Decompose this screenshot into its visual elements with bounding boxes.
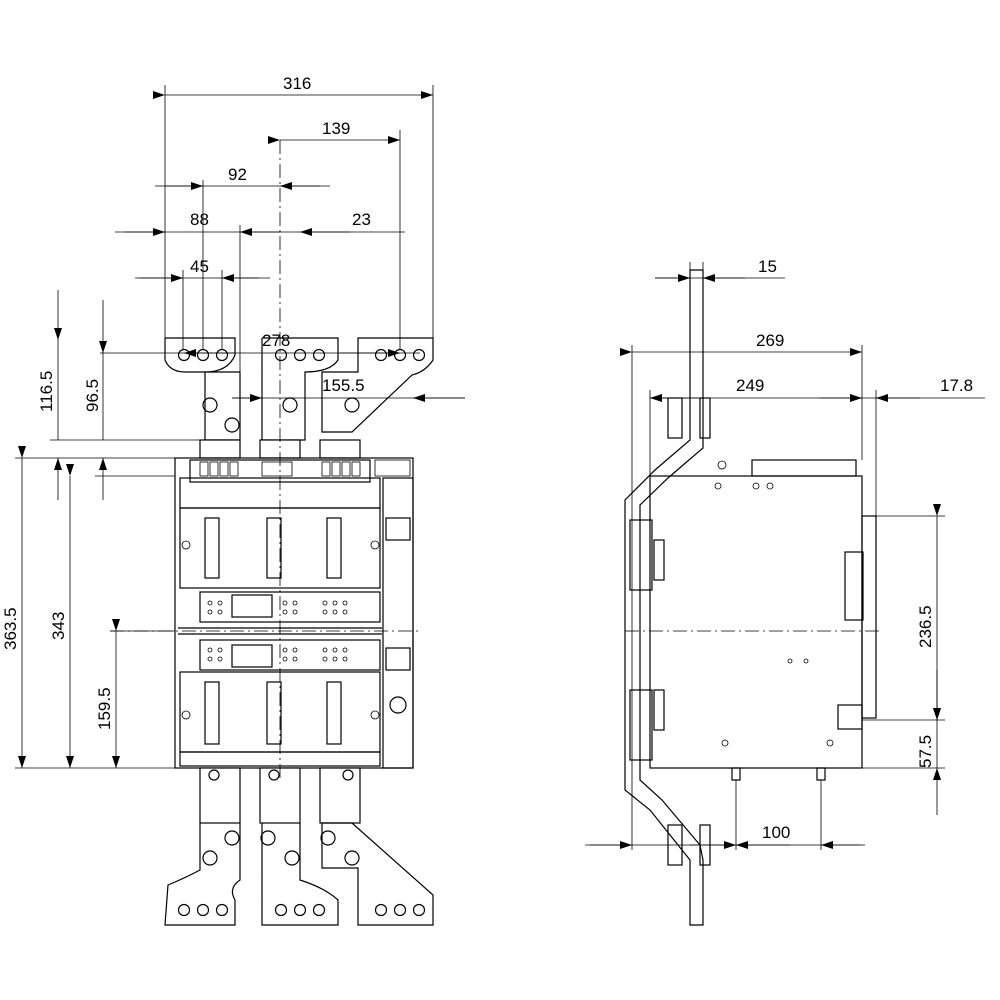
dim-116-5: 116.5 (37, 371, 56, 412)
front-dimensions: 316 139 92 88 23 45 278 155.5 (1, 74, 465, 769)
side-body (649, 459, 877, 781)
dim-155-5: 155.5 (322, 376, 365, 395)
front-view: 316 139 92 88 23 45 278 155.5 (1, 74, 465, 926)
side-dimensions: 15 269 249 17.8 236.5 57.5 100 (585, 257, 985, 850)
dim-269: 269 (756, 331, 784, 350)
dim-100: 100 (762, 823, 790, 842)
dim-96-5: 96.5 (83, 379, 102, 412)
dim-159-5: 159.5 (95, 687, 114, 730)
dim-45: 45 (190, 257, 209, 276)
dim-88: 88 (190, 210, 209, 229)
dim-57-5: 57.5 (916, 735, 935, 768)
bottom-terminals (164, 767, 434, 926)
side-busbar (624, 269, 711, 926)
dim-249: 249 (736, 376, 764, 395)
dim-343: 343 (49, 612, 68, 640)
dim-17-8: 17.8 (940, 376, 973, 395)
top-terminals (164, 337, 434, 459)
dim-316: 316 (283, 74, 311, 93)
breaker-body (174, 457, 414, 769)
dim-23: 23 (352, 210, 371, 229)
dim-278: 278 (262, 331, 290, 350)
dim-15: 15 (758, 257, 777, 276)
side-view: 15 269 249 17.8 236.5 57.5 100 (585, 257, 985, 926)
dim-92: 92 (228, 165, 247, 184)
dim-139: 139 (322, 119, 350, 138)
dim-236-5: 236.5 (916, 605, 935, 648)
dim-363-5: 363.5 (1, 607, 20, 650)
